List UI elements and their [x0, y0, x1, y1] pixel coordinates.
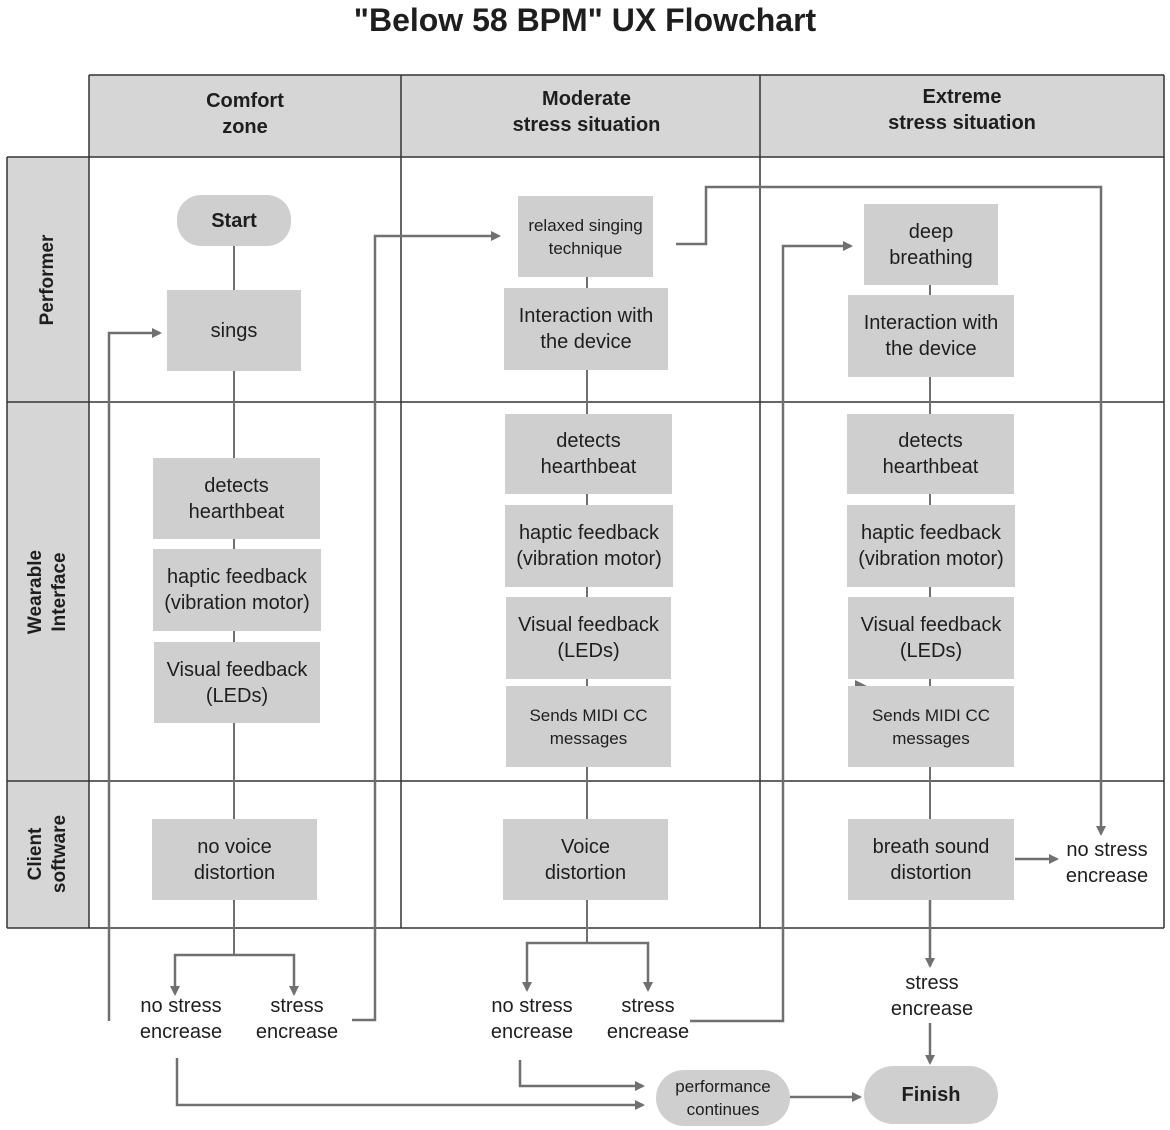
comfort-visual-feedback-node: Visual feedback (LEDs): [154, 642, 320, 723]
extreme-visual-feedback-node: Visual feedback (LEDs): [848, 597, 1014, 679]
comfort-no-stress-label: no stress encrease: [139, 995, 223, 1043]
moderate-visual-feedback-node: Visual feedback (LEDs): [506, 597, 671, 679]
row-header-wearable-interface: Wearable Interface: [25, 549, 70, 635]
extreme-interaction-node: Interaction with the device: [848, 295, 1014, 377]
column-header-moderate-stress: Moderate stress situation: [512, 88, 661, 136]
comfort-haptic-feedback-node: haptic feedback (vibration motor): [153, 549, 321, 631]
performance-continues-node: performance continues: [656, 1070, 790, 1126]
extreme-detects-heartbeat-node: detects hearthbeat: [847, 414, 1014, 494]
extreme-stress-label: stress encrease: [890, 972, 974, 1020]
column-header-extreme-stress: Extreme stress situation: [888, 86, 1036, 134]
row-header-client-software: Client software: [25, 814, 70, 894]
chart-title: "Below 58 BPM" UX Flowchart: [353, 2, 817, 38]
moderate-haptic-feedback-node: haptic feedback (vibration motor): [505, 505, 673, 587]
relaxed-singing-technique-node: relaxed singing technique: [518, 196, 653, 277]
extreme-haptic-feedback-node: haptic feedback (vibration motor): [847, 505, 1015, 587]
moderate-interaction-node: Interaction with the device: [504, 288, 668, 370]
moderate-stress-label: stress encrease: [606, 995, 690, 1043]
connectors: [233, 246, 931, 955]
deep-breathing-node: deep breathing: [864, 204, 998, 285]
start-node: Start: [177, 195, 291, 246]
voice-distortion-node: Voice distortion: [503, 819, 668, 900]
extreme-sends-midi-node: Sends MIDI CC messages: [848, 686, 1014, 767]
row-header-performer: Performer: [37, 234, 58, 326]
column-header-background: [89, 75, 1164, 157]
moderate-detects-heartbeat-node: detects hearthbeat: [505, 414, 672, 494]
no-voice-distortion-node: no voice distortion: [152, 819, 317, 900]
row-header-background: [7, 157, 89, 928]
sings-node: sings: [167, 290, 301, 371]
finish-node: Finish: [864, 1066, 998, 1124]
extreme-no-stress-label: no stress encrease: [1065, 839, 1149, 887]
arrow-connectors: [107, 185, 1106, 1110]
column-header-comfort-zone: Comfort zone: [206, 90, 284, 138]
comfort-detects-heartbeat-node: detects hearthbeat: [153, 458, 320, 539]
swimlane-grid: [6, 74, 1165, 929]
moderate-no-stress-label: no stress encrease: [490, 995, 574, 1043]
moderate-sends-midi-node: Sends MIDI CC messages: [506, 686, 671, 767]
breath-sound-distortion-node: breath sound distortion: [848, 819, 1014, 900]
comfort-stress-label: stress encrease: [255, 995, 339, 1043]
